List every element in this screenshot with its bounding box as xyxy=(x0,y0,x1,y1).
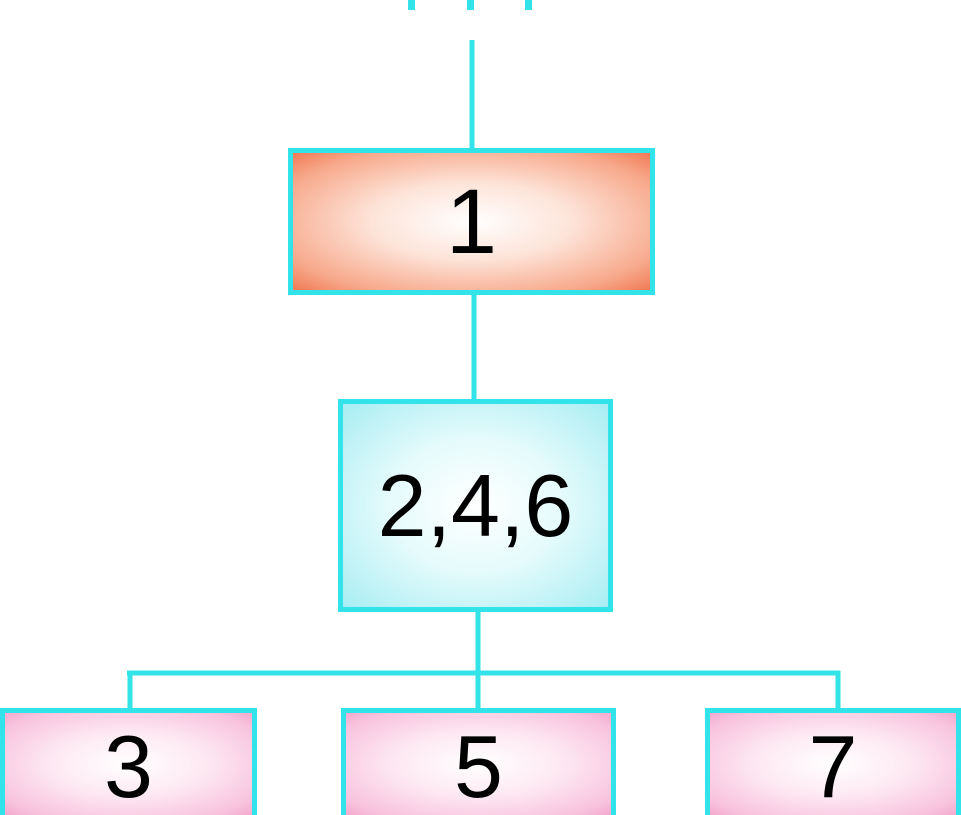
leaf-node-label: 7 xyxy=(808,717,858,815)
continuation-dash xyxy=(525,0,532,10)
continuation-dashes xyxy=(408,0,532,10)
continuation-dash xyxy=(408,0,415,10)
root-node: 1 xyxy=(288,148,655,295)
leaf-node-label: 3 xyxy=(104,717,153,815)
root-node-label: 1 xyxy=(445,170,498,273)
leaf-node: 3 xyxy=(0,708,257,815)
leaf-node: 5 xyxy=(341,708,616,815)
leaf-node-label: 5 xyxy=(454,717,503,815)
leaf-node: 7 xyxy=(705,708,961,815)
continuation-dash xyxy=(467,0,474,10)
middle-node: 2,4,6 xyxy=(338,399,613,612)
middle-node-label: 2,4,6 xyxy=(377,455,574,555)
